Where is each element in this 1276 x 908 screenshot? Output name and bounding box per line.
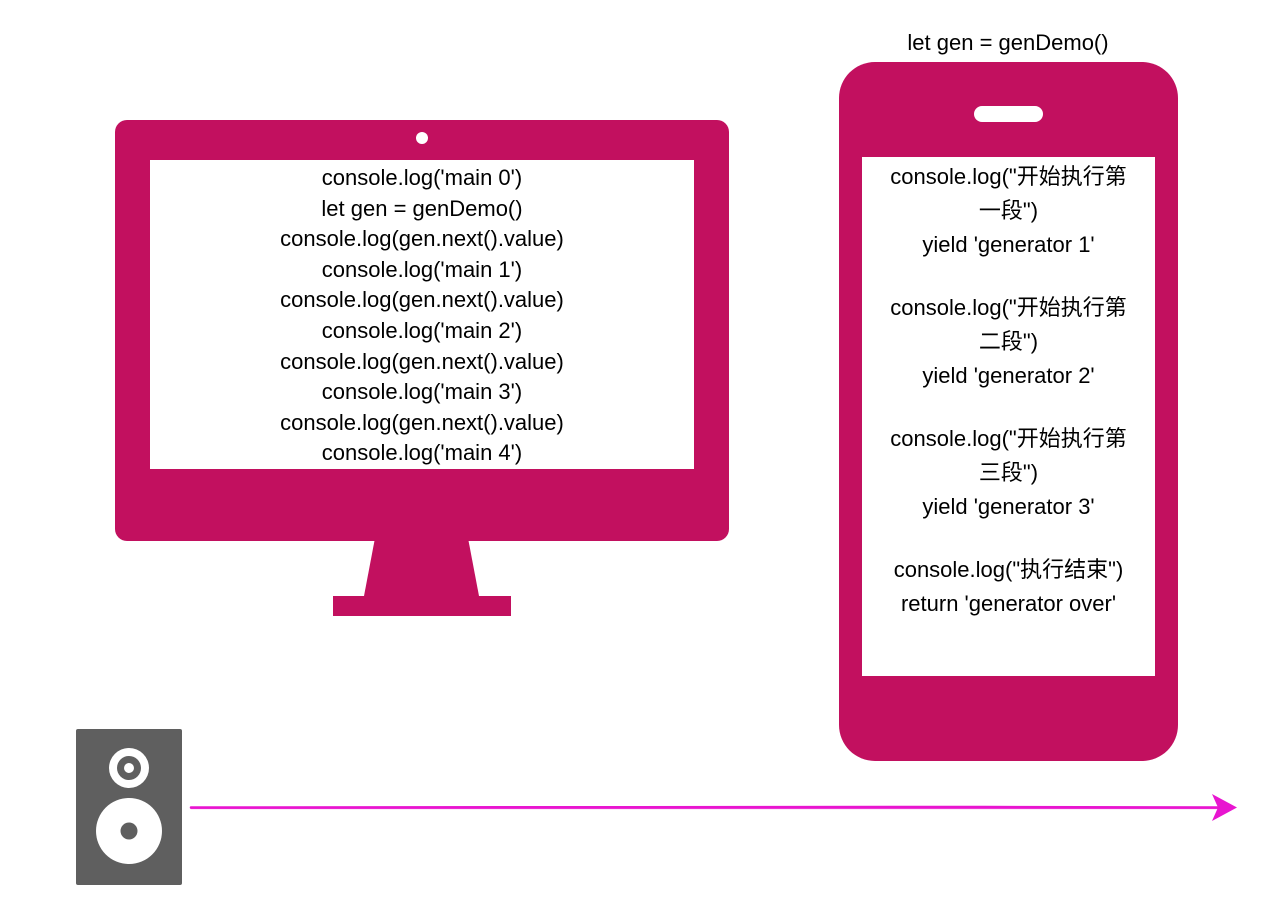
code-line: yield 'generator 1': [922, 232, 1095, 257]
code-line: console.log(gen.next().value): [280, 409, 564, 435]
code-line: yield 'generator 3': [922, 494, 1095, 519]
code-line: 一段"): [978, 198, 1039, 223]
code-line: console.log('main 3'): [321, 379, 523, 405]
code-line: let gen = genDemo(): [321, 195, 523, 221]
code-line: console.log("开始执行第: [890, 164, 1127, 189]
main-thread-code: console.log('main 0') let gen = genDemo(…: [150, 163, 694, 469]
code-gap: [862, 393, 1155, 422]
code-line: console.log('main 4'): [321, 440, 523, 466]
code-line: console.log('main 1'): [321, 256, 523, 282]
code-line: console.log("开始执行第: [890, 295, 1127, 320]
code-line: console.log(gen.next().value): [280, 226, 564, 252]
code-line: console.log("开始执行第: [890, 426, 1127, 451]
code-line: console.log("执行结束"): [893, 557, 1124, 582]
generator-caption: let gen = genDemo(): [907, 30, 1109, 55]
code-line: console.log(gen.next().value): [280, 287, 564, 313]
code-line: yield 'generator 2': [922, 363, 1095, 388]
speaker-cones: [96, 748, 162, 864]
code-line: return 'generator over': [900, 591, 1117, 616]
phone-screen: [862, 157, 1155, 676]
code-line: console.log('main 2'): [321, 317, 523, 343]
code-line: console.log(gen.next().value): [280, 348, 564, 374]
code-line: 二段"): [978, 329, 1039, 354]
code-line: 三段"): [978, 460, 1039, 485]
monitor-stand: [333, 538, 511, 616]
phone-speaker-slot: [974, 106, 1043, 122]
generator-code: console.log("开始执行第 一段") yield 'generator…: [862, 160, 1155, 621]
monitor-camera: [416, 132, 428, 144]
code-gap: [862, 262, 1155, 291]
arrow-icon: [189, 794, 1237, 821]
code-gap: [862, 524, 1155, 553]
monitor-screen: [150, 160, 694, 469]
code-line: console.log('main 0'): [321, 165, 523, 190]
